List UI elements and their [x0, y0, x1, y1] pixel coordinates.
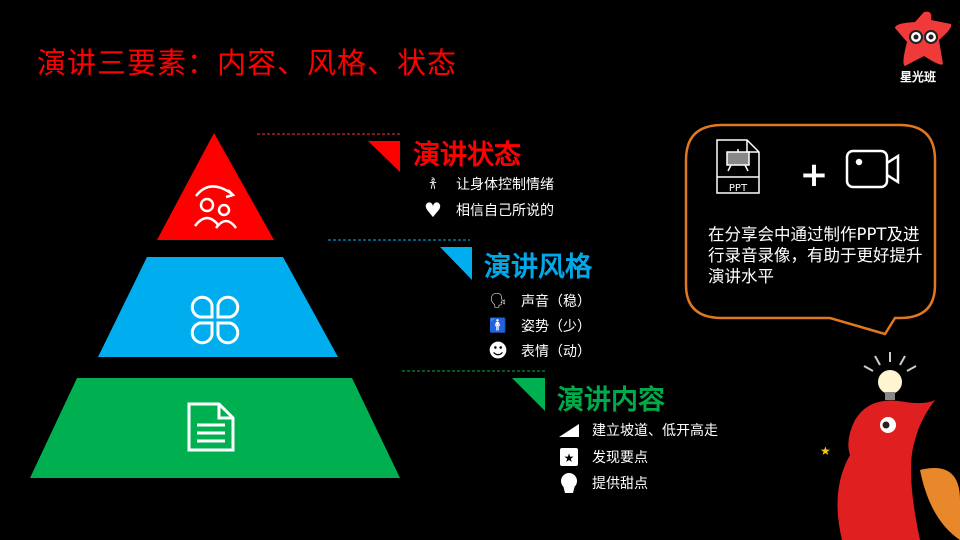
marker-state	[368, 141, 400, 172]
marker-content	[512, 378, 545, 411]
bubble-text: 在分享会中通过制作PPT及进行录音录像，有助于更好提升演讲水平	[708, 225, 923, 286]
star-box-icon: ★	[558, 446, 580, 468]
list-item: 𐀪 让身体控制情绪	[422, 173, 554, 195]
ppt-label: PPT	[729, 183, 748, 194]
item-label: 发现要点	[592, 450, 648, 466]
item-label: 让身体控制情绪	[456, 177, 554, 193]
list-item: 提供甜点	[558, 472, 648, 494]
document-icon	[187, 402, 235, 452]
svg-text:★: ★	[820, 444, 831, 458]
dancer-icon: 𐀪	[428, 176, 438, 193]
item-label: 姿势（少）	[521, 319, 591, 335]
heading-content: 演讲内容	[557, 385, 665, 416]
video-camera-icon	[845, 149, 900, 189]
people-cycle-icon	[194, 185, 238, 229]
cupcake-icon	[558, 472, 580, 494]
logo-text: 星光班	[900, 70, 937, 84]
list-item: 🗣 声音（稳）	[487, 290, 591, 312]
plus-sign: +	[800, 155, 829, 195]
smile-icon: ☻	[488, 340, 508, 362]
marker-style	[440, 247, 472, 280]
dragon-mascot-icon: ★	[820, 400, 960, 540]
list-item: ♥ 相信自己所说的	[422, 198, 554, 222]
slide-title: 演讲三要素：内容、风格、状态	[37, 46, 458, 80]
heading-state: 演讲状态	[413, 140, 521, 171]
speaker-voice-icon: 🗣	[489, 293, 507, 309]
person-icon: 🚹	[489, 318, 507, 334]
lightbulb-icon	[863, 352, 917, 400]
item-label: 表情（动）	[521, 344, 591, 360]
pyramid-bottom-content	[30, 378, 400, 478]
heart-icon: ♥	[424, 198, 442, 222]
list-item: ☻ 表情（动）	[487, 340, 591, 362]
ppt-file-icon	[716, 139, 760, 194]
list-item: ★ 发现要点	[558, 446, 648, 468]
item-label: 相信自己所说的	[456, 203, 554, 219]
item-label: 提供甜点	[592, 476, 648, 492]
star-logo-icon	[895, 11, 952, 66]
list-item: 🚹 姿势（少）	[487, 315, 591, 337]
item-label: 声音（稳）	[521, 294, 591, 310]
item-label: 建立坡道、低开高走	[592, 423, 718, 439]
four-petal-icon	[190, 295, 240, 345]
ramp-icon	[558, 419, 580, 441]
list-item: 建立坡道、低开高走	[558, 419, 718, 441]
svg-text:★: ★	[564, 451, 575, 465]
heading-style: 演讲风格	[484, 252, 592, 283]
